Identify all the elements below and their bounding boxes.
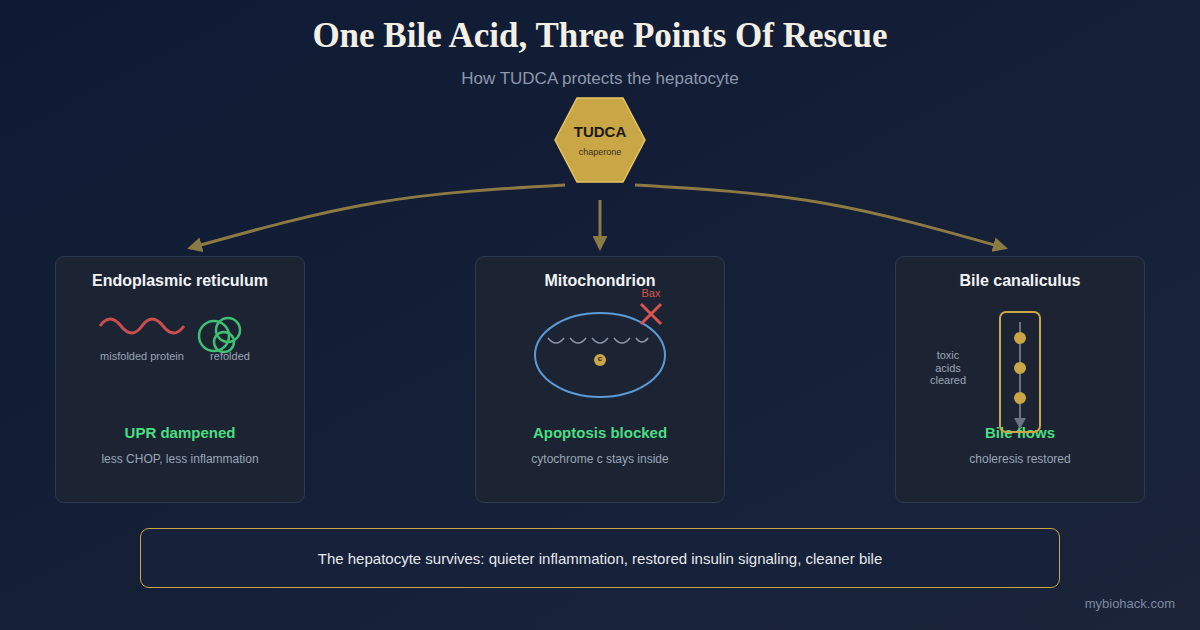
misfolded-protein-wave	[100, 319, 184, 333]
bax-block-cross	[641, 304, 661, 324]
illustration-label: toxic acids cleared	[923, 349, 973, 387]
hexagon-shape	[555, 98, 645, 182]
illustration-label: misfolded protein	[100, 350, 184, 363]
organelle-panel: MitochondrionApoptosis blocked cytochrome…	[475, 256, 725, 503]
protein-label: Bax	[642, 287, 661, 300]
bile-acid-dot	[1014, 392, 1026, 404]
summary-text: The hepatocyte survives: quieter inflamm…	[318, 550, 882, 567]
illustration-label: refolded	[210, 350, 250, 363]
canaliculus-tube	[1000, 312, 1040, 432]
node-title: TUDCA	[574, 123, 627, 140]
flow-arrow	[599, 200, 602, 248]
refolded-protein-ring	[199, 321, 229, 351]
bile-acid-dot	[1014, 332, 1026, 344]
refolded-protein-ring	[214, 332, 234, 352]
panel-heading: Bile canaliculus	[896, 272, 1144, 290]
bile-acid-dot	[1014, 362, 1026, 374]
hexagon-content: TUDCA chaperone	[554, 97, 646, 183]
outcome-detail: less CHOP, less inflammation	[56, 452, 304, 466]
diagram-subtitle: How TUDCA protects the hepatocyte	[0, 69, 1200, 89]
diagram-title: One Bile Acid, Three Points Of Rescue	[0, 16, 1200, 56]
bile-flow-arrowhead	[1014, 418, 1026, 429]
node-subtitle: chaperone	[579, 147, 622, 157]
outcome-detail: cytochrome c stays inside	[476, 452, 724, 466]
mitochondrion-cristae	[548, 338, 648, 343]
bile-flow-line	[1019, 322, 1021, 418]
outcome-label: Apoptosis blocked	[476, 424, 724, 441]
panel-heading: Mitochondrion	[476, 272, 724, 290]
mitochondrion-outline	[535, 313, 665, 397]
molecule-label: c	[598, 354, 602, 363]
outcome-detail: choleresis restored	[896, 452, 1144, 466]
outcome-label: Bile flows	[896, 424, 1144, 441]
hexagon-node: TUDCA chaperone	[554, 97, 646, 183]
watermark: mybiohack.com	[1085, 597, 1175, 612]
panel-heading: Endoplasmic reticulum	[56, 272, 304, 290]
flow-arrow	[635, 185, 1005, 248]
summary-box: The hepatocyte survives: quieter inflamm…	[140, 528, 1060, 588]
refolded-protein-ring	[216, 318, 240, 342]
organelle-panel: Endoplasmic reticulumUPR dampened less CH…	[55, 256, 305, 503]
cytochrome-c-dot	[594, 354, 606, 366]
hexagon-outline	[554, 97, 646, 183]
flow-arrow	[190, 185, 565, 248]
outcome-label: UPR dampened	[56, 424, 304, 441]
